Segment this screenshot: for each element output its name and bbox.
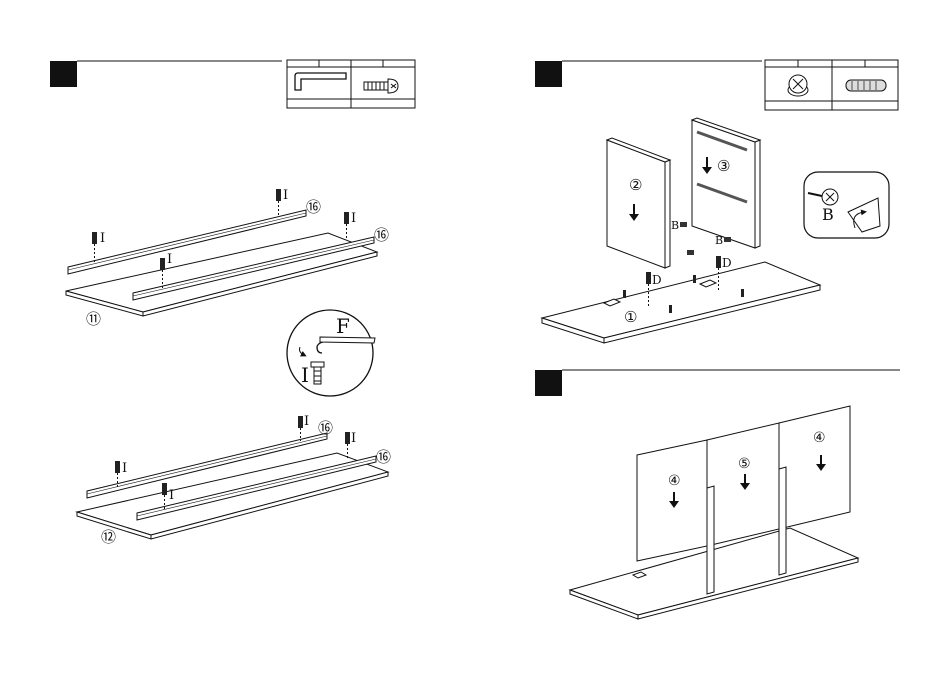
panel-part-number: ④	[668, 473, 681, 489]
screw-label: I	[167, 252, 172, 267]
step-2-badge	[535, 61, 562, 87]
dowel-icon	[846, 80, 886, 91]
side-panel-2: ②	[607, 138, 670, 268]
panel-part-number: ②	[629, 176, 642, 194]
cam-lock-detail-label: B	[822, 205, 834, 224]
rail-part-number: ⑯	[374, 226, 389, 244]
allen-key-icon	[295, 73, 346, 90]
panel-part-number: ⑤	[738, 456, 751, 472]
cam-lock-detail: B	[804, 172, 889, 238]
screw-label: I	[100, 231, 105, 246]
cam-lock-icon	[788, 75, 808, 96]
screw-label: I	[283, 188, 288, 203]
fitting-label: D	[722, 256, 732, 270]
allen-key-detail: F I	[287, 310, 375, 396]
board-11-assembly: I I I I ⑯ ⑯ ⑪	[66, 188, 389, 328]
panel-part-number: ①	[624, 308, 637, 326]
board-12-assembly: I I I I ⑯ ⑯ ⑫	[77, 414, 391, 546]
screw-label: I	[351, 211, 356, 226]
step-3: ④ ⑤ ④	[535, 370, 900, 619]
screw-icon	[364, 79, 398, 93]
panel-part-number: ③	[717, 157, 730, 175]
rail-part-number: ⑯	[376, 448, 391, 466]
back-panel-3: ③ B	[692, 118, 760, 248]
step-1-parts-table	[287, 60, 415, 108]
screw-detail-label: I	[301, 363, 309, 387]
screw-label: I	[304, 414, 309, 429]
step-2: ① D D ②	[535, 60, 898, 343]
fitting-label: B	[671, 219, 679, 232]
step-1-badge	[50, 61, 77, 87]
fitting-label: B	[715, 234, 723, 247]
panel-part-number: ④	[813, 430, 826, 446]
rail-part-number: ⑯	[306, 198, 321, 216]
fitting-label: D	[652, 273, 662, 287]
step-3-badge	[535, 370, 562, 396]
back-panel-5: ⑤	[707, 423, 779, 546]
back-panel-4-right: ④	[779, 406, 850, 529]
step-2-parts-table	[765, 60, 898, 110]
back-panel-4-left: ④	[637, 440, 707, 561]
screw-label: I	[169, 488, 174, 503]
panel-part-number: ⑫	[101, 528, 116, 546]
step-1: I I I I ⑯ ⑯ ⑪ F I	[50, 60, 415, 546]
screw-label: I	[122, 461, 127, 476]
rail-part-number: ⑯	[318, 419, 333, 437]
base-panel-1: ① D D	[542, 256, 820, 343]
tool-label: F	[336, 314, 350, 338]
screw-label: I	[351, 431, 356, 446]
panel-part-number: ⑪	[86, 310, 101, 328]
